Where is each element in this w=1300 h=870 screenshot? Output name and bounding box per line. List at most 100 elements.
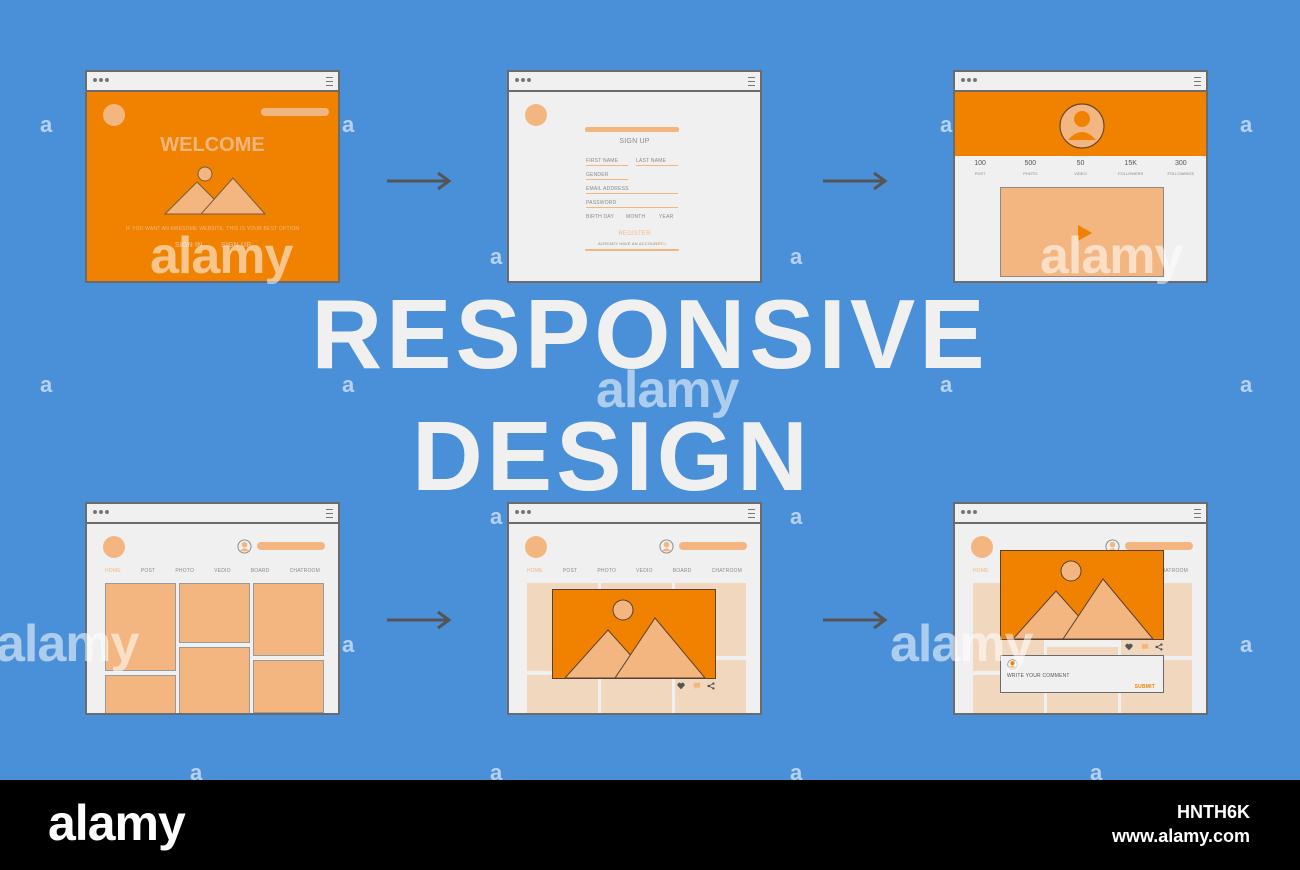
avatar-icon[interactable] (1058, 102, 1106, 150)
last-name-field[interactable]: LAST NAME (636, 158, 667, 164)
nav-home[interactable]: HOME (105, 568, 121, 574)
nav-chatroom[interactable]: CHATROOM (289, 568, 320, 574)
watermark-letter: a (1240, 632, 1253, 657)
password-field[interactable]: PASSWORD (586, 200, 617, 206)
window-dots-icon (515, 510, 533, 514)
sign-up-button[interactable]: SIGN UP (221, 242, 252, 249)
nav-board[interactable]: BOARD (250, 568, 270, 574)
watermark-letter: a (342, 372, 355, 397)
month-select[interactable]: MONTH (626, 214, 646, 220)
logo-circle (971, 536, 993, 558)
watermark-letter: a (1090, 760, 1103, 780)
footer-url: www.alamy.com (1111, 826, 1250, 846)
gender-field[interactable]: GENDER (586, 172, 609, 178)
heart-icon[interactable] (677, 682, 685, 690)
login-link[interactable]: LOGIN (653, 241, 667, 246)
nav-post[interactable]: POST (140, 568, 156, 574)
heart-icon[interactable] (1125, 643, 1133, 651)
grid-tile[interactable] (253, 583, 324, 656)
year-select[interactable]: YEAR (659, 214, 674, 220)
grid-tile[interactable] (253, 660, 324, 713)
nav-vedio[interactable]: VEDIO (636, 568, 653, 574)
logo-circle (103, 104, 125, 126)
nav-home[interactable]: HOME (527, 568, 543, 574)
menu-icon (748, 77, 755, 86)
stat-value: 300 (1175, 160, 1187, 167)
watermark-letter: a (490, 244, 503, 269)
nav-vedio[interactable]: VEDIO (214, 568, 231, 574)
password-line (586, 207, 678, 208)
grid-tile[interactable] (179, 583, 250, 643)
sign-in-button[interactable]: SIGN IN (175, 242, 203, 249)
image-popup[interactable] (1000, 550, 1164, 640)
video-player[interactable] (1000, 187, 1164, 277)
search-bar (261, 108, 329, 116)
menu-icon (326, 77, 333, 86)
stat-label: FOLLOWERS (1118, 171, 1144, 176)
welcome-tagline: IF YOU WANT AN AWESOME WEBSITE, THIS IS … (125, 226, 300, 232)
comment-box[interactable]: WRITE YOUR COMMENT SUBMIT (1000, 655, 1164, 693)
first-name-field[interactable]: FIRST NAME (586, 158, 619, 164)
watermark-letter: a (490, 504, 503, 529)
window-titlebar (509, 72, 760, 92)
nav-board[interactable]: BOARD (672, 568, 692, 574)
stat-post[interactable]: 100 POST (957, 160, 1003, 182)
email-line (586, 193, 678, 194)
nav-photo[interactable]: PHOTO (597, 568, 617, 574)
search-bar[interactable] (679, 542, 747, 550)
share-icon[interactable] (707, 682, 715, 690)
nav-post[interactable]: POST (562, 568, 578, 574)
signup-heading: SIGN UP (619, 138, 650, 145)
register-button[interactable]: REGISTER (618, 231, 651, 237)
avatar-icon (1007, 659, 1018, 670)
diagram-canvas: WELCOME IF YOU WANT AN AWESOME WEBSITE, … (0, 70, 1253, 780)
stat-label: VIDEO (1074, 171, 1087, 176)
arrow-right-icon (823, 171, 888, 191)
mountain-image-icon (163, 166, 267, 215)
stat-followers[interactable]: 15K FOLLOWERS (1108, 160, 1154, 182)
menu-icon (326, 509, 333, 518)
gender-line (586, 179, 628, 180)
birth-day-select[interactable]: BIRTH DAY (586, 214, 615, 220)
nav-photo[interactable]: PHOTO (175, 568, 195, 574)
main-nav: HOME POST PHOTO VEDIO BOARD CHATROOM (105, 568, 320, 574)
avatar-icon[interactable] (237, 539, 252, 554)
arrow-right-icon (823, 610, 888, 630)
welcome-body: WELCOME IF YOU WANT AN AWESOME WEBSITE, … (87, 92, 338, 281)
profile-body: 100 POST 500 PHOTO 50 VIDEO 15K FOLLOWER… (955, 92, 1206, 281)
header-bar (585, 127, 679, 132)
mountain-image-icon (564, 599, 706, 678)
share-icon[interactable] (1155, 643, 1163, 651)
window-dots-icon (961, 510, 979, 514)
play-icon[interactable] (1077, 224, 1093, 242)
chat-icon[interactable] (1141, 643, 1149, 651)
signup-screen: SIGN UP FIRST NAME LAST NAME GENDER EMAI… (507, 70, 762, 283)
stat-photo[interactable]: 500 PHOTO (1007, 160, 1053, 182)
image-popup[interactable] (552, 589, 716, 679)
logo-circle (525, 104, 547, 126)
grid-tile (601, 675, 672, 713)
grid-tile[interactable] (179, 647, 250, 713)
watermark-letter: a (940, 372, 953, 397)
search-bar[interactable] (257, 542, 325, 550)
submit-button[interactable]: SUBMIT (1134, 684, 1155, 690)
stat-followings[interactable]: 300 FOLLOWINGS (1158, 160, 1204, 182)
nav-chatroom[interactable]: CHATROOM (1157, 568, 1188, 574)
search-bar[interactable] (1125, 542, 1193, 550)
grid-tile[interactable] (105, 675, 176, 713)
stat-value: 500 (1024, 160, 1037, 167)
gallery-body: HOME POST PHOTO VEDIO BOARD CHATROOM (87, 524, 338, 713)
footer-bar (585, 249, 679, 251)
watermark-letter: a (790, 244, 803, 269)
already-account-text: ALREADY HAVE AN ACCOUNT? (598, 241, 663, 246)
nav-home[interactable]: HOME (973, 568, 989, 574)
stat-video[interactable]: 50 VIDEO (1057, 160, 1103, 182)
chat-icon[interactable] (693, 682, 701, 690)
window-dots-icon (93, 78, 111, 82)
watermark-letter: a (342, 112, 355, 137)
avatar-icon[interactable] (659, 539, 674, 554)
email-field[interactable]: EMAIL ADDRESS (586, 186, 629, 192)
grid-tile[interactable] (105, 583, 176, 671)
nav-chatroom[interactable]: CHATROOM (711, 568, 742, 574)
comment-input[interactable]: WRITE YOUR COMMENT (1007, 673, 1070, 679)
